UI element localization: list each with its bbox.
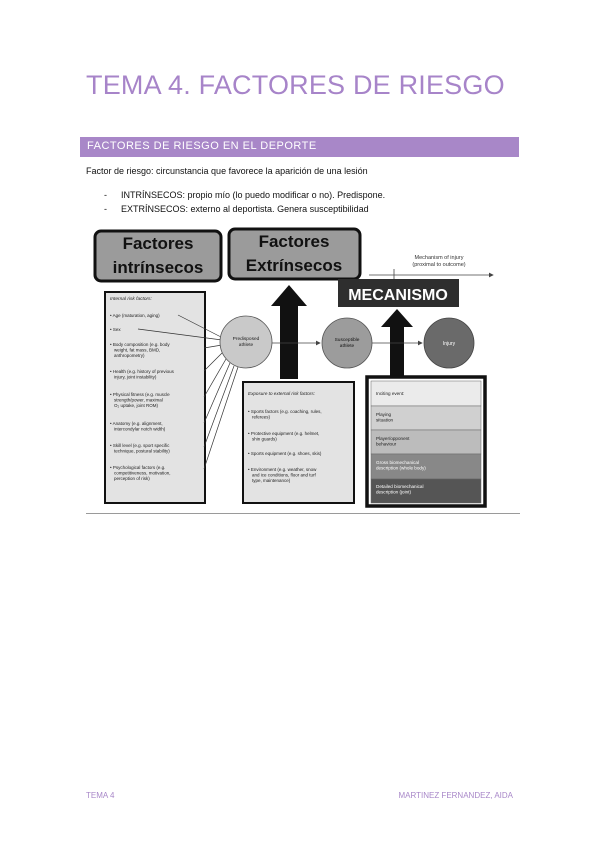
list-item: - EXTRÍNSECOS: externo al deportista. Ge… [104, 202, 385, 216]
upward-arrow-mechanism [381, 309, 413, 379]
external-factors-title: Exposure to external risk factors: [248, 391, 316, 396]
factor-connectors [137, 314, 239, 470]
bullet-text: INTRÍNSECOS: propio mío (lo puedo modifi… [121, 190, 386, 200]
internal-factors-title: Internal risk factors: [110, 296, 153, 302]
intro-paragraph: Factor de riesgo: circunstancia que favo… [86, 166, 368, 176]
external-factor: • Sports equipment (e.g. shoes, skis) [248, 451, 322, 456]
bullet-text: EXTRÍNSECOS: externo al deportista. Gene… [121, 204, 369, 214]
extrinsic-header-box [227, 227, 362, 281]
mechanism-of-injury-line2: (proximal to outcome) [412, 262, 465, 268]
page-title: TEMA 4. FACTORES DE RIESGO [86, 70, 505, 100]
internal-factor: • Anatomy (e.g. alignment,intercondylar … [110, 421, 166, 432]
bullet-list: - INTRÍNSECOS: propio mío (lo puedo modi… [104, 188, 385, 216]
extrinsic-header-line2: Extrínsecos [246, 256, 342, 275]
list-item: - INTRÍNSECOS: propio mío (lo puedo modi… [104, 188, 385, 202]
inciting-row-bg [370, 453, 482, 480]
external-factors-list: • Sports factors (e.g. coaching, rules,r… [248, 409, 322, 483]
section-heading: FACTORES DE RIESGO EN EL DEPORTE [87, 140, 317, 152]
injury-label: Injury [443, 341, 456, 347]
predisposed-athlete-circle [219, 315, 273, 369]
mechanism-label-box [338, 279, 459, 307]
intrinsic-header-box [93, 229, 223, 283]
footer-left: TEMA 4 [86, 791, 115, 800]
divider-line [86, 513, 520, 514]
bullet-dash: - [104, 190, 107, 200]
risk-factor-diagram: Factores intrínsecos Factores Extrínseco… [93, 227, 494, 508]
internal-factor: • Age (maturation, aging) [110, 313, 160, 318]
susceptible-athlete-circle [321, 317, 373, 369]
mechanism-label: MECANISMO [348, 287, 448, 304]
intrinsic-header-line1: Factores [123, 234, 194, 253]
inciting-row-bg [370, 478, 482, 504]
bullet-dash: - [104, 204, 107, 214]
extrinsic-header-line1: Factores [259, 232, 330, 251]
section-heading-bar: FACTORES DE RIESGO EN EL DEPORTE [80, 137, 519, 157]
internal-factors-panel [104, 291, 206, 504]
inciting-row-bg [370, 429, 482, 455]
mechanism-of-injury-line1: Mechanism of injury [415, 255, 464, 261]
inciting-row-label: Inciting event: [376, 391, 404, 396]
external-factor: • Protective equipment (e.g. helmet,shin… [248, 431, 319, 442]
external-factor: • Sports factors (e.g. coaching, rules,r… [248, 409, 322, 420]
inciting-row-bg [370, 405, 482, 431]
footer-right: MARTINEZ FERNANDEZ, AIDA [398, 791, 513, 800]
upward-arrow-extrinsic [271, 285, 307, 379]
internal-factor: • Sex [110, 327, 121, 332]
internal-factor: • Psychological factors (e.g.competitive… [110, 465, 171, 481]
intrinsic-header-line2: intrínsecos [113, 258, 204, 277]
inciting-row-bg [370, 380, 482, 407]
external-factors-panel [242, 381, 355, 504]
injury-circle [423, 317, 475, 369]
internal-factors-list: • Age (maturation, aging) • Sex • Body c… [110, 313, 175, 481]
